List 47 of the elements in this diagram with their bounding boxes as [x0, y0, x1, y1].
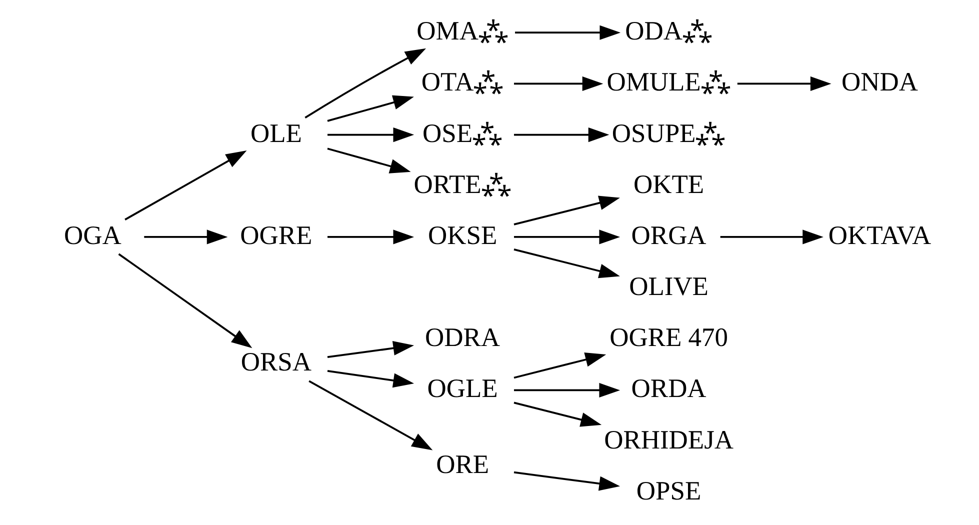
node-text: ORE: [436, 448, 489, 479]
node-text: ODRA: [424, 322, 500, 352]
arrow: [513, 196, 620, 226]
node-text: OKSE: [428, 220, 497, 250]
arrow: [514, 127, 609, 142]
arrow: [326, 230, 414, 244]
node-text: ONDA: [841, 66, 918, 97]
arrow: [514, 76, 603, 91]
node-text: OSUPE⁂: [611, 118, 726, 148]
arrow: [326, 148, 410, 174]
node-text: OMULE⁂: [606, 66, 730, 97]
node-text: ORSA: [240, 346, 311, 377]
node-text: ORHIDEJA: [604, 424, 734, 454]
arrow: [513, 402, 602, 427]
arrow: [124, 150, 246, 220]
arrow: [514, 382, 620, 398]
node-text: OGRE 470: [609, 322, 728, 352]
arrow: [513, 352, 606, 379]
node-text: OTA⁂: [420, 66, 504, 97]
arrow: [144, 230, 228, 244]
node-text: OGLE: [426, 373, 498, 404]
arrow: [720, 230, 823, 244]
node-text: OKTE: [633, 168, 704, 199]
node-text: OSE⁂: [422, 118, 502, 148]
arrow: [326, 95, 414, 122]
node-text: ORDA: [630, 373, 706, 404]
node-text: OGRE: [240, 220, 312, 250]
arrow: [514, 230, 620, 244]
arrow: [513, 471, 620, 491]
node-text: OLIVE: [628, 271, 708, 302]
arrow: [304, 48, 426, 118]
arrow: [514, 25, 620, 40]
node-text: OMA⁂: [416, 16, 508, 46]
node-text: ORGA: [630, 220, 706, 250]
node-text: ODA⁂: [624, 16, 712, 46]
node-text: OGA: [63, 220, 121, 250]
arrow: [118, 253, 252, 348]
arrow: [326, 340, 414, 358]
arrow: [326, 127, 414, 142]
node-text: OLE: [250, 118, 302, 148]
node-text: ORTE⁂: [413, 168, 511, 199]
arrow: [308, 380, 432, 450]
node-text: OPSE: [636, 475, 701, 506]
arrow: [513, 248, 620, 278]
node-text: OKTAVA: [828, 220, 931, 250]
arrow: [736, 76, 831, 91]
arrow: [326, 370, 414, 388]
